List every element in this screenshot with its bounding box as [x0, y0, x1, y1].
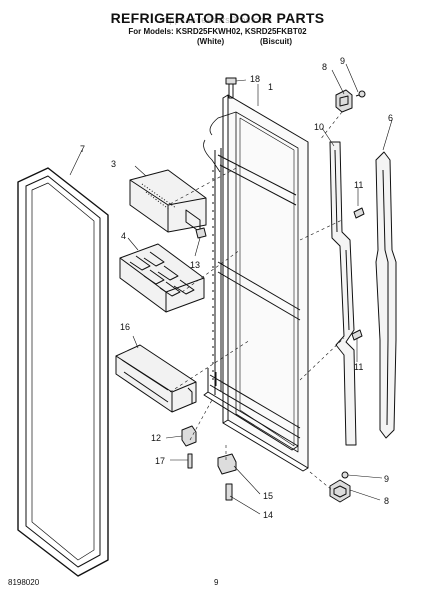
variant-biscuit: (Biscuit) [260, 37, 292, 46]
callout-16: 16 [120, 322, 130, 332]
bottom-hinge-bushing [217, 453, 237, 501]
callout-11-bottom: 11 [354, 362, 363, 372]
callout-8-bottom: 8 [384, 496, 389, 506]
callout-15: 15 [263, 491, 273, 501]
document-number: 8198020 [8, 578, 40, 587]
door-stop-screw [225, 77, 237, 99]
callout-7: 7 [80, 144, 85, 154]
callout-9-top: 9 [340, 56, 345, 66]
callout-3: 3 [111, 159, 116, 169]
door-closure-cam [181, 425, 197, 469]
callout-13: 13 [190, 260, 200, 270]
callout-6: 6 [388, 113, 393, 123]
watermark: AppliancePartsPros.com [162, 15, 273, 25]
callout-12: 12 [151, 433, 161, 443]
page-number: 9 [214, 578, 219, 587]
leader-lines [69, 63, 393, 515]
door-gasket [17, 167, 109, 577]
callout-14: 14 [263, 510, 273, 520]
dairy-door-bin [129, 169, 207, 233]
callout-10: 10 [314, 122, 324, 132]
models-line: For Models: KSRD25FKWH02, KSRD25FKBT02 [128, 27, 307, 36]
door-handle [375, 151, 397, 439]
gallon-door-bin [115, 344, 197, 413]
bottom-hinge [329, 471, 351, 503]
callout-11-top: 11 [354, 180, 363, 190]
page-title: REFRIGERATOR DOOR PARTS [110, 10, 325, 26]
callout-labels: 1 3 4 6 7 8 9 10 11 11 12 13 14 15 16 17… [80, 56, 393, 520]
variant-white: (White) [197, 37, 225, 46]
door-panel [203, 94, 309, 472]
egg-tray [119, 243, 205, 313]
callout-9-bottom: 9 [384, 474, 389, 484]
callout-17: 17 [155, 456, 165, 466]
callout-18: 18 [250, 74, 260, 84]
handle-trim [329, 141, 357, 446]
bin-clip [195, 227, 207, 239]
callout-8-top: 8 [322, 62, 327, 72]
handle-screws [351, 207, 365, 341]
top-hinge [335, 89, 366, 113]
callout-1: 1 [268, 82, 273, 92]
callout-4: 4 [121, 231, 126, 241]
